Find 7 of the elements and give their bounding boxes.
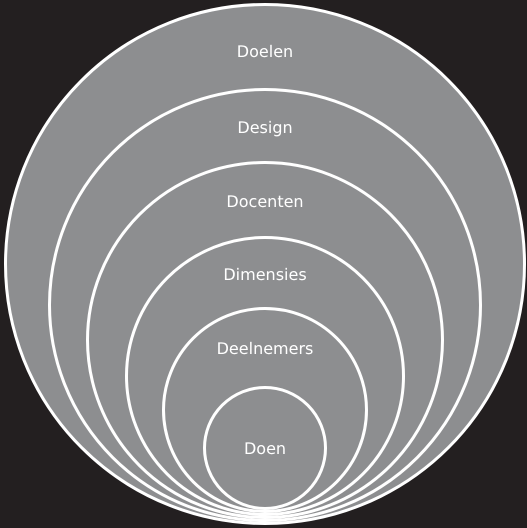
node-label: Design xyxy=(237,118,293,138)
node-label: Doen xyxy=(244,439,286,459)
circle-node xyxy=(203,386,327,510)
node-label: Docenten xyxy=(226,192,304,212)
node-label: Doelen xyxy=(236,42,294,62)
node-label: Deelnemers xyxy=(216,339,314,359)
node-label: Dimensies xyxy=(223,265,307,285)
